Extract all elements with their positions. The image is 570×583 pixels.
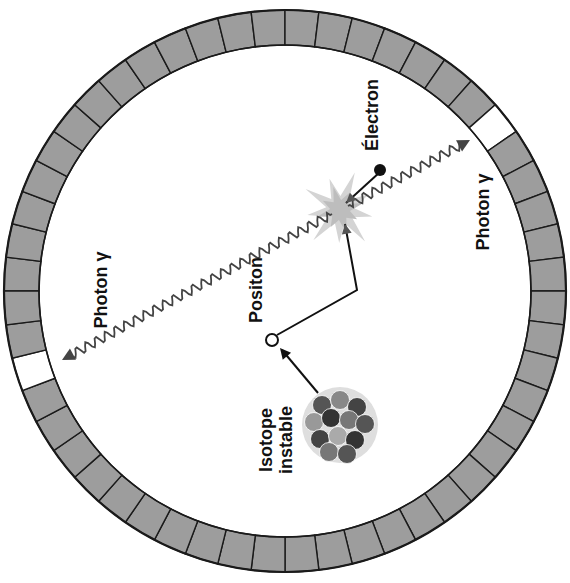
ring-outline <box>4 10 566 572</box>
detector-ring <box>4 10 566 572</box>
detector-cell <box>251 535 285 572</box>
detector-cell <box>6 321 46 359</box>
nucleon <box>305 413 324 432</box>
positron-path <box>277 224 357 335</box>
detector-cell <box>4 257 41 291</box>
nucleon <box>356 415 375 434</box>
nucleon <box>322 409 341 428</box>
detector-cell <box>285 10 319 47</box>
emission-arrow <box>282 350 318 393</box>
detector-cell <box>218 12 256 52</box>
ring-outline <box>39 45 531 537</box>
detector-cell <box>529 291 566 325</box>
arrowhead <box>346 193 357 203</box>
detector-cell <box>529 257 566 291</box>
detector-cell <box>251 10 285 47</box>
annihilation-flash <box>306 173 373 244</box>
arrowhead <box>280 348 291 360</box>
particle-label: Photon γ <box>472 174 492 251</box>
particle-paths <box>62 140 470 360</box>
arrowhead <box>342 224 352 235</box>
nucleon <box>320 443 339 462</box>
isotope-halo <box>302 387 378 463</box>
particle-label: Isotope instable <box>256 400 296 480</box>
detector-cell <box>4 291 41 325</box>
positron-dot <box>266 334 278 346</box>
particle-label: Électron <box>362 79 382 151</box>
particle-label: Positon <box>246 257 266 323</box>
detector-cell <box>315 530 353 570</box>
electron-dot <box>374 164 386 176</box>
electron-path <box>346 172 380 203</box>
gamma-wave <box>71 213 332 358</box>
flash-outer <box>306 173 373 244</box>
arrowhead <box>456 140 470 152</box>
detector-cell <box>285 535 319 572</box>
arrowhead <box>62 348 76 360</box>
nucleon <box>331 391 350 410</box>
nucleon <box>338 445 357 464</box>
detector-cell <box>524 224 564 262</box>
particle-label: Photon γ <box>90 252 110 329</box>
